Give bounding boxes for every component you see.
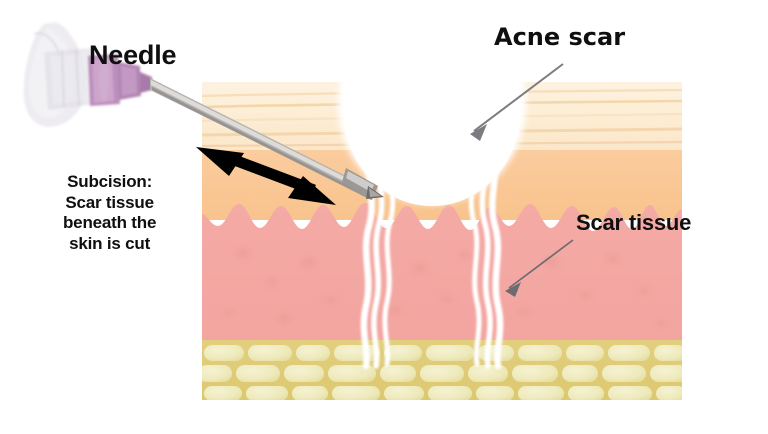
label-acne-scar: Acne scar bbox=[494, 23, 626, 51]
double-headed-arrow-icon bbox=[196, 147, 336, 205]
needle-hub bbox=[88, 54, 152, 106]
fibrous-scar-bands bbox=[360, 139, 504, 370]
skin-layers-group bbox=[202, 82, 682, 400]
label-scar-tissue: Scar tissue bbox=[576, 210, 692, 235]
fat-cells bbox=[202, 345, 682, 400]
needle-bevel-tip bbox=[366, 186, 384, 199]
pointer-arrow-scar-tissue bbox=[505, 239, 574, 297]
dermis-speckles bbox=[223, 248, 667, 327]
skin-layer-lower-dermis bbox=[202, 203, 682, 342]
needle-collar bbox=[44, 48, 96, 110]
label-needle: Needle bbox=[89, 40, 177, 70]
pointer-arrow-acne-scar bbox=[470, 63, 564, 141]
caption-subcision: Subcision: Scar tissue beneath the skin … bbox=[63, 172, 157, 254]
syringe-needle-icon bbox=[23, 22, 384, 200]
skin-layer-subcutaneous-fat bbox=[202, 340, 682, 400]
needle-shaft bbox=[150, 78, 374, 200]
